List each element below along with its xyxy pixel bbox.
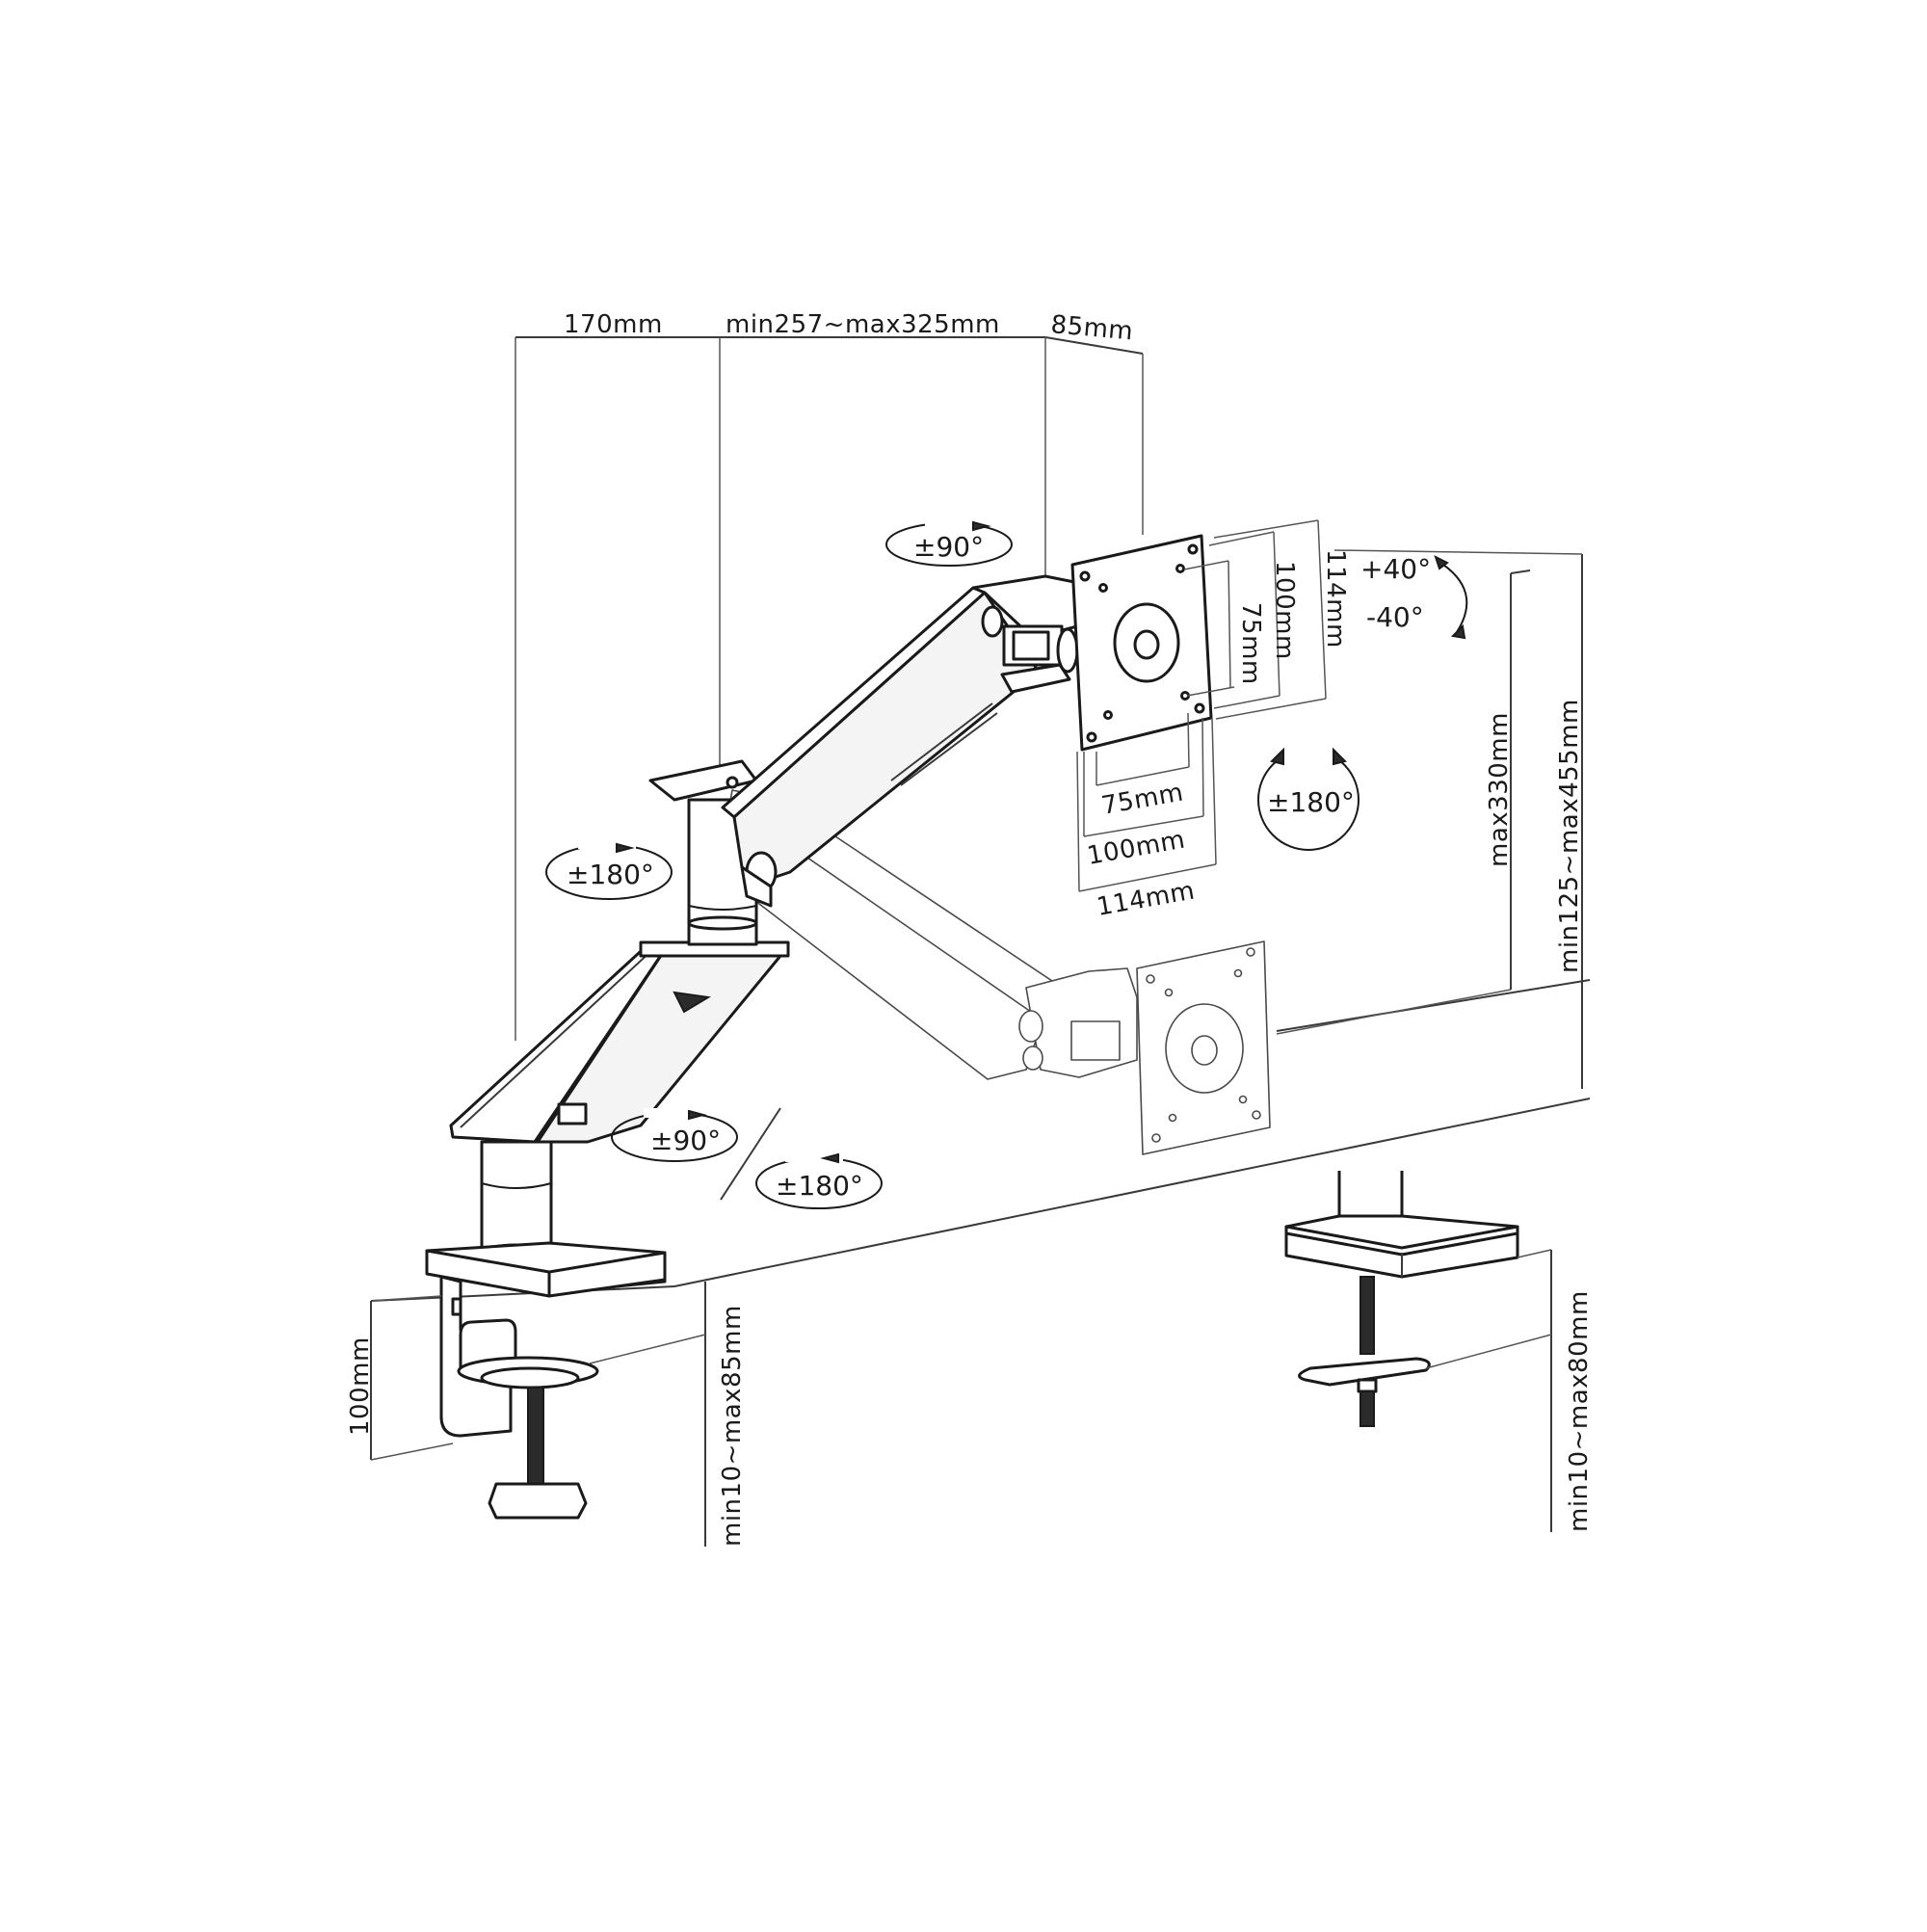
base-arm-swivel-label: ±90° xyxy=(650,1125,721,1156)
lowered-arm-ghost xyxy=(717,789,1271,1155)
base-arm xyxy=(449,940,782,1144)
top-dimension-lines xyxy=(515,336,1144,1041)
divider-slash xyxy=(720,1107,781,1201)
tilt-arc-icon xyxy=(1437,560,1468,633)
vesa-horizontal-75: 75mm xyxy=(1099,778,1186,820)
arrowhead-icon xyxy=(972,520,991,532)
height-travel-label: max330mm xyxy=(1485,712,1514,867)
head-swivel-label: ±90° xyxy=(913,531,984,563)
dim-base-to-joint: 170mm xyxy=(564,310,663,339)
c-clamp-range-label: min10~max85mm xyxy=(718,1305,747,1547)
vesa-vertical-dims xyxy=(1183,519,1327,720)
vesa-vertical-75: 75mm xyxy=(1236,602,1265,685)
clamp-height-label: 100mm xyxy=(346,1337,375,1436)
vesa-horizontal-dims xyxy=(1076,712,1217,892)
elbow-swivel-label: ±180° xyxy=(567,859,654,890)
vesa-plate xyxy=(1070,534,1213,752)
desk-clamp-base xyxy=(425,1241,667,1520)
grommet-mount xyxy=(1284,1171,1519,1427)
tilt-head xyxy=(971,574,1081,694)
dim-forearm-length: min257~max325mm xyxy=(726,310,1000,339)
height-dimension-lines xyxy=(1276,549,1583,1089)
arrowhead-icon xyxy=(1450,623,1466,640)
vesa-horizontal-100: 100mm xyxy=(1085,826,1187,871)
desk-edge xyxy=(370,979,1591,1302)
vesa-vertical-114: 114mm xyxy=(1321,549,1350,648)
arrowhead-icon xyxy=(820,1152,839,1164)
arrowhead-icon xyxy=(1434,555,1449,570)
arrowhead-icon xyxy=(616,842,635,854)
vesa-horizontal-114: 114mm xyxy=(1095,877,1197,922)
arrowhead-icon xyxy=(688,1109,707,1121)
arrowhead-icon xyxy=(1333,747,1347,766)
screen-rotation-label: ±180° xyxy=(1267,786,1355,818)
grommet-range-label: min10~max80mm xyxy=(1565,1290,1594,1532)
vesa-height-range-label: min125~max455mm xyxy=(1555,699,1584,973)
dim-head-depth: 85mm xyxy=(1049,310,1134,346)
base-pole-swivel-label: ±180° xyxy=(776,1170,863,1202)
tilt-up-label: +40° xyxy=(1360,553,1431,585)
tilt-down-label: -40° xyxy=(1366,601,1424,633)
grommet-dimension-lines xyxy=(1425,1249,1552,1532)
vesa-vertical-100: 100mm xyxy=(1270,561,1299,660)
clamp-dimension-lines xyxy=(370,1282,706,1547)
arrowhead-icon xyxy=(1270,747,1284,766)
